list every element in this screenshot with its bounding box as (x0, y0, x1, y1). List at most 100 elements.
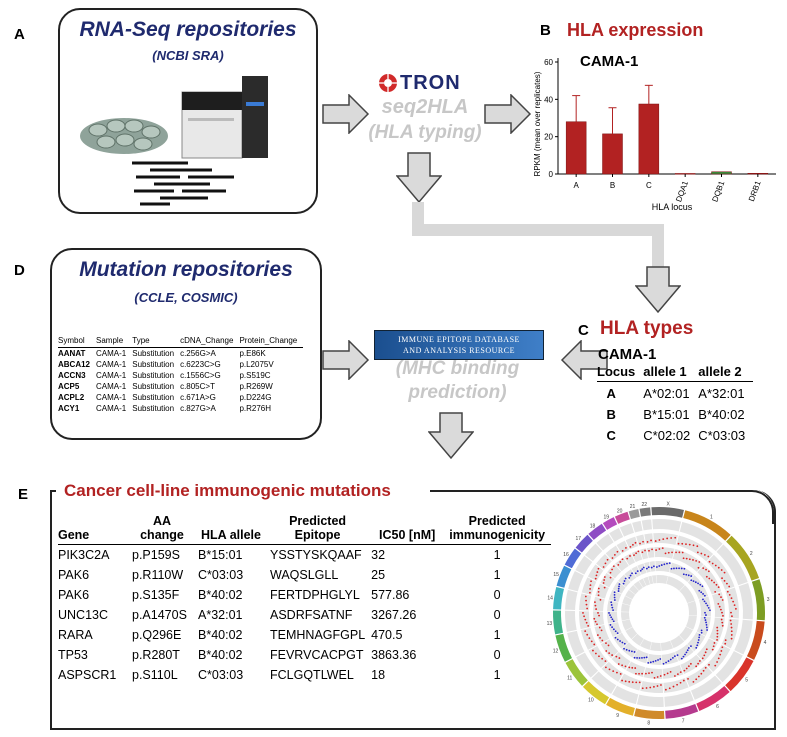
mutation-dot (653, 676, 656, 679)
data-track (621, 619, 633, 631)
mutation-dot (607, 644, 610, 647)
mutation-dot (704, 651, 707, 654)
chromosome-band (628, 509, 640, 520)
data-track (629, 584, 639, 595)
immunogenic-box-left-cap (50, 490, 56, 492)
mutation-dot (602, 582, 605, 584)
data-track (669, 562, 695, 583)
bar (747, 173, 769, 175)
data-track (650, 642, 661, 651)
mutation-dot (711, 648, 714, 651)
data-track (706, 554, 735, 590)
mutation-dot (664, 688, 667, 691)
mutation-dot (648, 672, 650, 675)
data-track (652, 519, 682, 532)
mutation-dot (646, 541, 649, 543)
mutation-dot (606, 558, 609, 561)
panel-letter-e: E (18, 486, 29, 503)
mutation-dot (721, 599, 724, 601)
mutation-dot (595, 574, 598, 577)
immunogenic-cell: PAK6 (58, 588, 90, 602)
mutation-dot (634, 667, 637, 669)
data-track (687, 632, 706, 652)
data-track (690, 675, 722, 700)
immunogenic-cell: p.A1470S (132, 608, 187, 622)
mutation-dot (602, 566, 605, 568)
immunogenic-cell: PIK3C2A (58, 548, 110, 562)
data-track (725, 587, 739, 619)
data-track (596, 533, 614, 551)
data-track (619, 523, 635, 537)
data-track (626, 661, 646, 677)
mutation-dot (619, 561, 622, 563)
mutation-dot (663, 673, 666, 676)
chromosome-band (602, 517, 618, 530)
chromosome-label: 16 (563, 552, 569, 558)
col-locus: Locus (597, 364, 644, 382)
data-track (622, 596, 633, 606)
mutation-dot (696, 551, 699, 554)
mutation-dot (680, 657, 683, 660)
mutation-dot (617, 587, 620, 590)
bar (602, 133, 623, 175)
chromosome-band (565, 659, 588, 686)
mutation-cell: p.L2075V (239, 360, 274, 369)
chromosome-label: 11 (567, 675, 572, 681)
connector-horizontal (412, 224, 664, 236)
mutation-dot (610, 601, 613, 604)
mutation-dot (583, 615, 585, 618)
mutation-dot (720, 608, 722, 611)
mutation-dot (655, 549, 658, 551)
chromosome-label: 18 (590, 523, 596, 529)
mutation-dot (650, 539, 652, 542)
mutation-dot (599, 636, 601, 639)
x-tick-label: B (610, 181, 615, 190)
data-track (585, 543, 603, 562)
immunogenic-cell: B*40:02 (198, 588, 243, 602)
data-track (680, 654, 704, 675)
immunogenic-cell: 1 (493, 568, 501, 582)
mutation-dot (668, 687, 671, 690)
col-cdna-change: cDNA_Change (180, 336, 240, 348)
immunogenic-cell: RARA (58, 628, 93, 642)
mutation-dot (667, 660, 670, 662)
immunogenic-cell: 0 (493, 608, 501, 622)
mutation-dot (585, 603, 588, 606)
mutation-dot (611, 654, 614, 656)
tron-logo-icon (379, 74, 397, 92)
mutation-dot (637, 550, 640, 553)
mutation-dot (682, 557, 685, 560)
chromosome-band (683, 510, 731, 541)
mutation-dot (595, 608, 598, 610)
x-tick-label: DQB1 (710, 179, 726, 203)
data-track (612, 685, 639, 705)
mutation-cell: CAMA-1 (96, 393, 127, 402)
immunogenic-cell: p.Q296E (132, 628, 182, 642)
mutation-dot (589, 591, 591, 594)
mutation-dot (585, 599, 587, 602)
seq2hla-label: seq2HLA (381, 96, 469, 118)
mutation-dot (654, 659, 657, 662)
mhc-binding-line2: prediction) (408, 382, 507, 403)
mutation-dot (593, 643, 596, 646)
mutation-dot (631, 572, 633, 575)
mutation-dot (702, 669, 705, 672)
mutation-dot (733, 604, 736, 607)
mutation-dot (641, 656, 643, 659)
data-track (640, 638, 652, 650)
data-track (575, 555, 593, 575)
immunogenic-cell: 3863.36 (371, 648, 417, 662)
data-track (696, 616, 711, 636)
chromosome-band (606, 697, 635, 716)
mutation-cell: ACP5 (58, 382, 80, 391)
data-track (644, 533, 654, 545)
mutation-table-wrap: Symbol Sample Type cDNA_Change Protein_C… (58, 336, 304, 414)
mutation-dot (612, 670, 615, 673)
mutation-dot (609, 576, 612, 579)
immunogenic-cell: YSSTYSKQAAF (270, 548, 362, 562)
data-track (601, 661, 624, 682)
mutation-dot (730, 611, 732, 614)
